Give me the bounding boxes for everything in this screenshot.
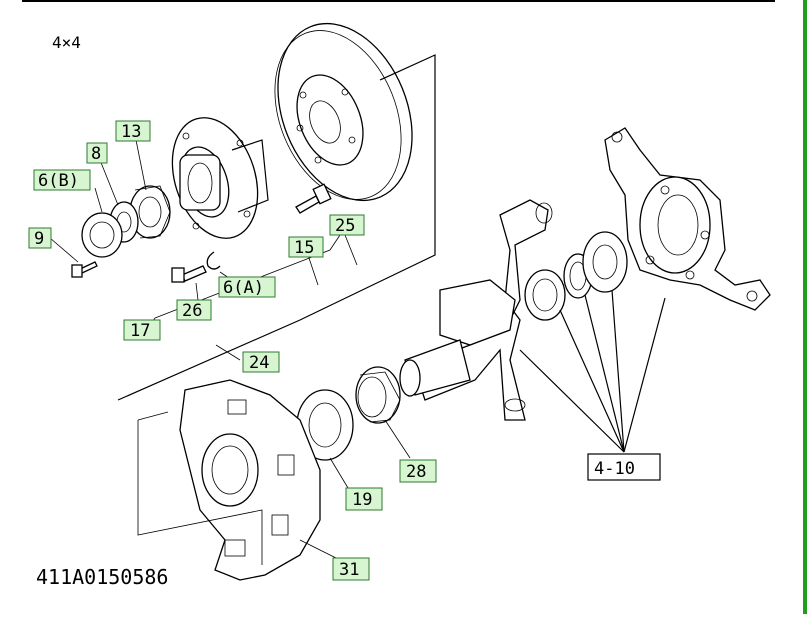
svg-text:15: 15 <box>294 238 314 258</box>
brake-rotor <box>274 22 413 202</box>
callout-28[interactable]: 28 <box>399 459 437 483</box>
svg-text:19: 19 <box>352 490 372 510</box>
callout-24[interactable]: 24 <box>242 351 280 373</box>
callout-8[interactable]: 8 <box>86 142 108 164</box>
svg-text:8: 8 <box>91 144 101 164</box>
wheel-hub <box>171 117 269 239</box>
svg-text:17: 17 <box>130 321 150 341</box>
oil-seal-28 <box>355 366 401 424</box>
svg-text:28: 28 <box>406 462 426 482</box>
svg-text:25: 25 <box>335 216 355 236</box>
washer-6a <box>206 251 221 270</box>
needle-bearing <box>524 269 566 321</box>
bolt-26 <box>171 265 207 283</box>
callout-6a[interactable]: 6(A) <box>218 276 276 298</box>
leader-lines <box>49 54 666 565</box>
callout-25[interactable]: 25 <box>329 214 365 236</box>
callout-15[interactable]: 15 <box>288 236 324 258</box>
svg-text:13: 13 <box>121 122 141 142</box>
figure-code: 411A0150586 <box>36 565 168 589</box>
callout-6b[interactable]: 6(B) <box>33 169 91 191</box>
dust-shield-31 <box>179 379 321 581</box>
bearing-group <box>582 231 628 293</box>
svg-text:26: 26 <box>182 301 202 321</box>
callout-17[interactable]: 17 <box>123 319 161 341</box>
callout-31[interactable]: 31 <box>332 557 370 581</box>
variant-label: 4×4 <box>52 33 81 52</box>
callout-19[interactable]: 19 <box>345 487 383 511</box>
axle-housing <box>604 127 771 311</box>
svg-text:6(B): 6(B) <box>38 171 79 191</box>
callout-4-10[interactable]: 4-10 <box>587 453 661 481</box>
svg-text:24: 24 <box>249 353 269 373</box>
hub-bolt-15 <box>295 183 332 214</box>
svg-text:9: 9 <box>34 229 44 249</box>
callout-9[interactable]: 9 <box>28 227 52 249</box>
callout-13[interactable]: 13 <box>115 120 151 142</box>
svg-text:6(A): 6(A) <box>223 278 264 298</box>
lock-plate-6b <box>81 212 123 258</box>
screw-9 <box>71 261 98 278</box>
svg-text:31: 31 <box>339 560 359 580</box>
callout-26[interactable]: 26 <box>176 299 212 321</box>
svg-text:4-10: 4-10 <box>594 459 635 479</box>
steering-knuckle <box>399 199 553 421</box>
